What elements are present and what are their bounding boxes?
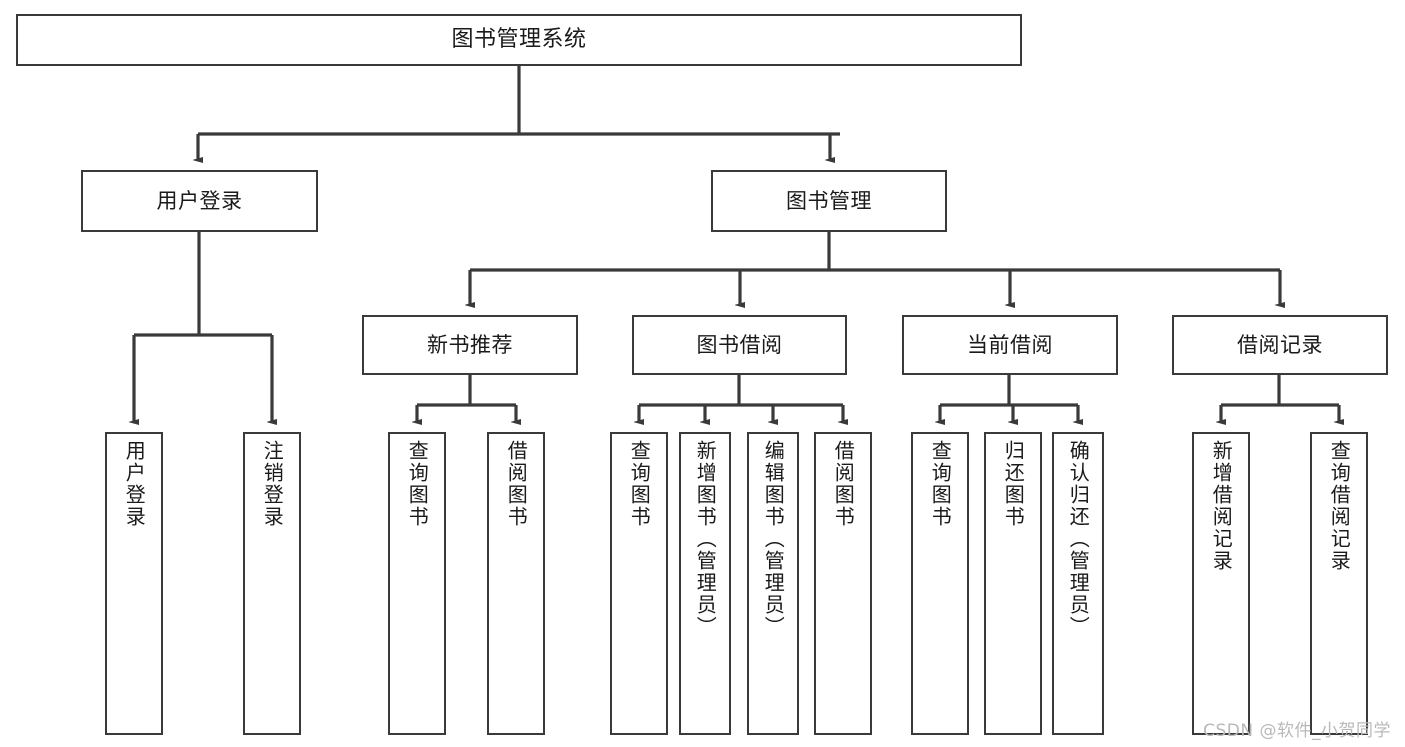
node-leaf-query-book-1-label: 查询图书: [405, 440, 430, 528]
node-leaf-confirm-return[interactable]: 确认归还（管理员）: [1052, 432, 1104, 735]
node-book-manage[interactable]: 图书管理: [711, 170, 947, 232]
node-leaf-borrow-book-1[interactable]: 借阅图书: [487, 432, 545, 735]
node-root[interactable]: 图书管理系统: [16, 14, 1022, 66]
node-leaf-query-record-label: 查询借阅记录: [1327, 440, 1352, 572]
watermark: CSDN @软件_小贺同学: [1203, 721, 1391, 741]
node-book-manage-label: 图书管理: [786, 188, 872, 213]
node-current-borrow[interactable]: 当前借阅: [902, 315, 1118, 375]
node-leaf-logout[interactable]: 注销登录: [243, 432, 301, 735]
node-leaf-logout-label: 注销登录: [260, 440, 285, 528]
node-leaf-edit-book-label: 编辑图书（管理员）: [761, 440, 786, 638]
node-leaf-query-record[interactable]: 查询借阅记录: [1310, 432, 1368, 735]
node-book-borrow-label: 图书借阅: [696, 332, 783, 357]
node-leaf-query-book-2[interactable]: 查询图书: [610, 432, 668, 735]
node-leaf-query-book-3[interactable]: 查询图书: [911, 432, 969, 735]
node-leaf-borrow-book-2-label: 借阅图书: [831, 440, 856, 528]
node-leaf-add-book[interactable]: 新增图书（管理员）: [679, 432, 731, 735]
node-borrow-record-label: 借阅记录: [1237, 332, 1323, 357]
node-user-login-label: 用户登录: [156, 188, 243, 213]
node-leaf-confirm-return-label: 确认归还（管理员）: [1066, 440, 1091, 638]
node-leaf-user-login-label: 用户登录: [122, 440, 147, 528]
node-leaf-add-record-label: 新增借阅记录: [1209, 440, 1234, 572]
node-leaf-query-book-3-label: 查询图书: [928, 440, 953, 528]
node-leaf-borrow-book-2[interactable]: 借阅图书: [814, 432, 872, 735]
node-borrow-record[interactable]: 借阅记录: [1172, 315, 1388, 375]
node-current-borrow-label: 当前借阅: [967, 332, 1053, 357]
node-leaf-edit-book[interactable]: 编辑图书（管理员）: [747, 432, 799, 735]
node-new-book-rec-label: 新书推荐: [427, 332, 513, 357]
node-new-book-rec[interactable]: 新书推荐: [362, 315, 578, 375]
node-root-label: 图书管理系统: [451, 27, 587, 53]
node-leaf-borrow-book-1-label: 借阅图书: [504, 440, 529, 528]
node-leaf-query-book-1[interactable]: 查询图书: [388, 432, 446, 735]
node-leaf-add-book-label: 新增图书（管理员）: [693, 440, 718, 638]
node-leaf-return-book-label: 归还图书: [1001, 440, 1026, 528]
node-user-login[interactable]: 用户登录: [81, 170, 318, 232]
node-leaf-user-login[interactable]: 用户登录: [105, 432, 163, 735]
node-leaf-return-book[interactable]: 归还图书: [984, 432, 1042, 735]
node-leaf-add-record[interactable]: 新增借阅记录: [1192, 432, 1250, 735]
node-book-borrow[interactable]: 图书借阅: [632, 315, 847, 375]
node-leaf-query-book-2-label: 查询图书: [627, 440, 652, 528]
